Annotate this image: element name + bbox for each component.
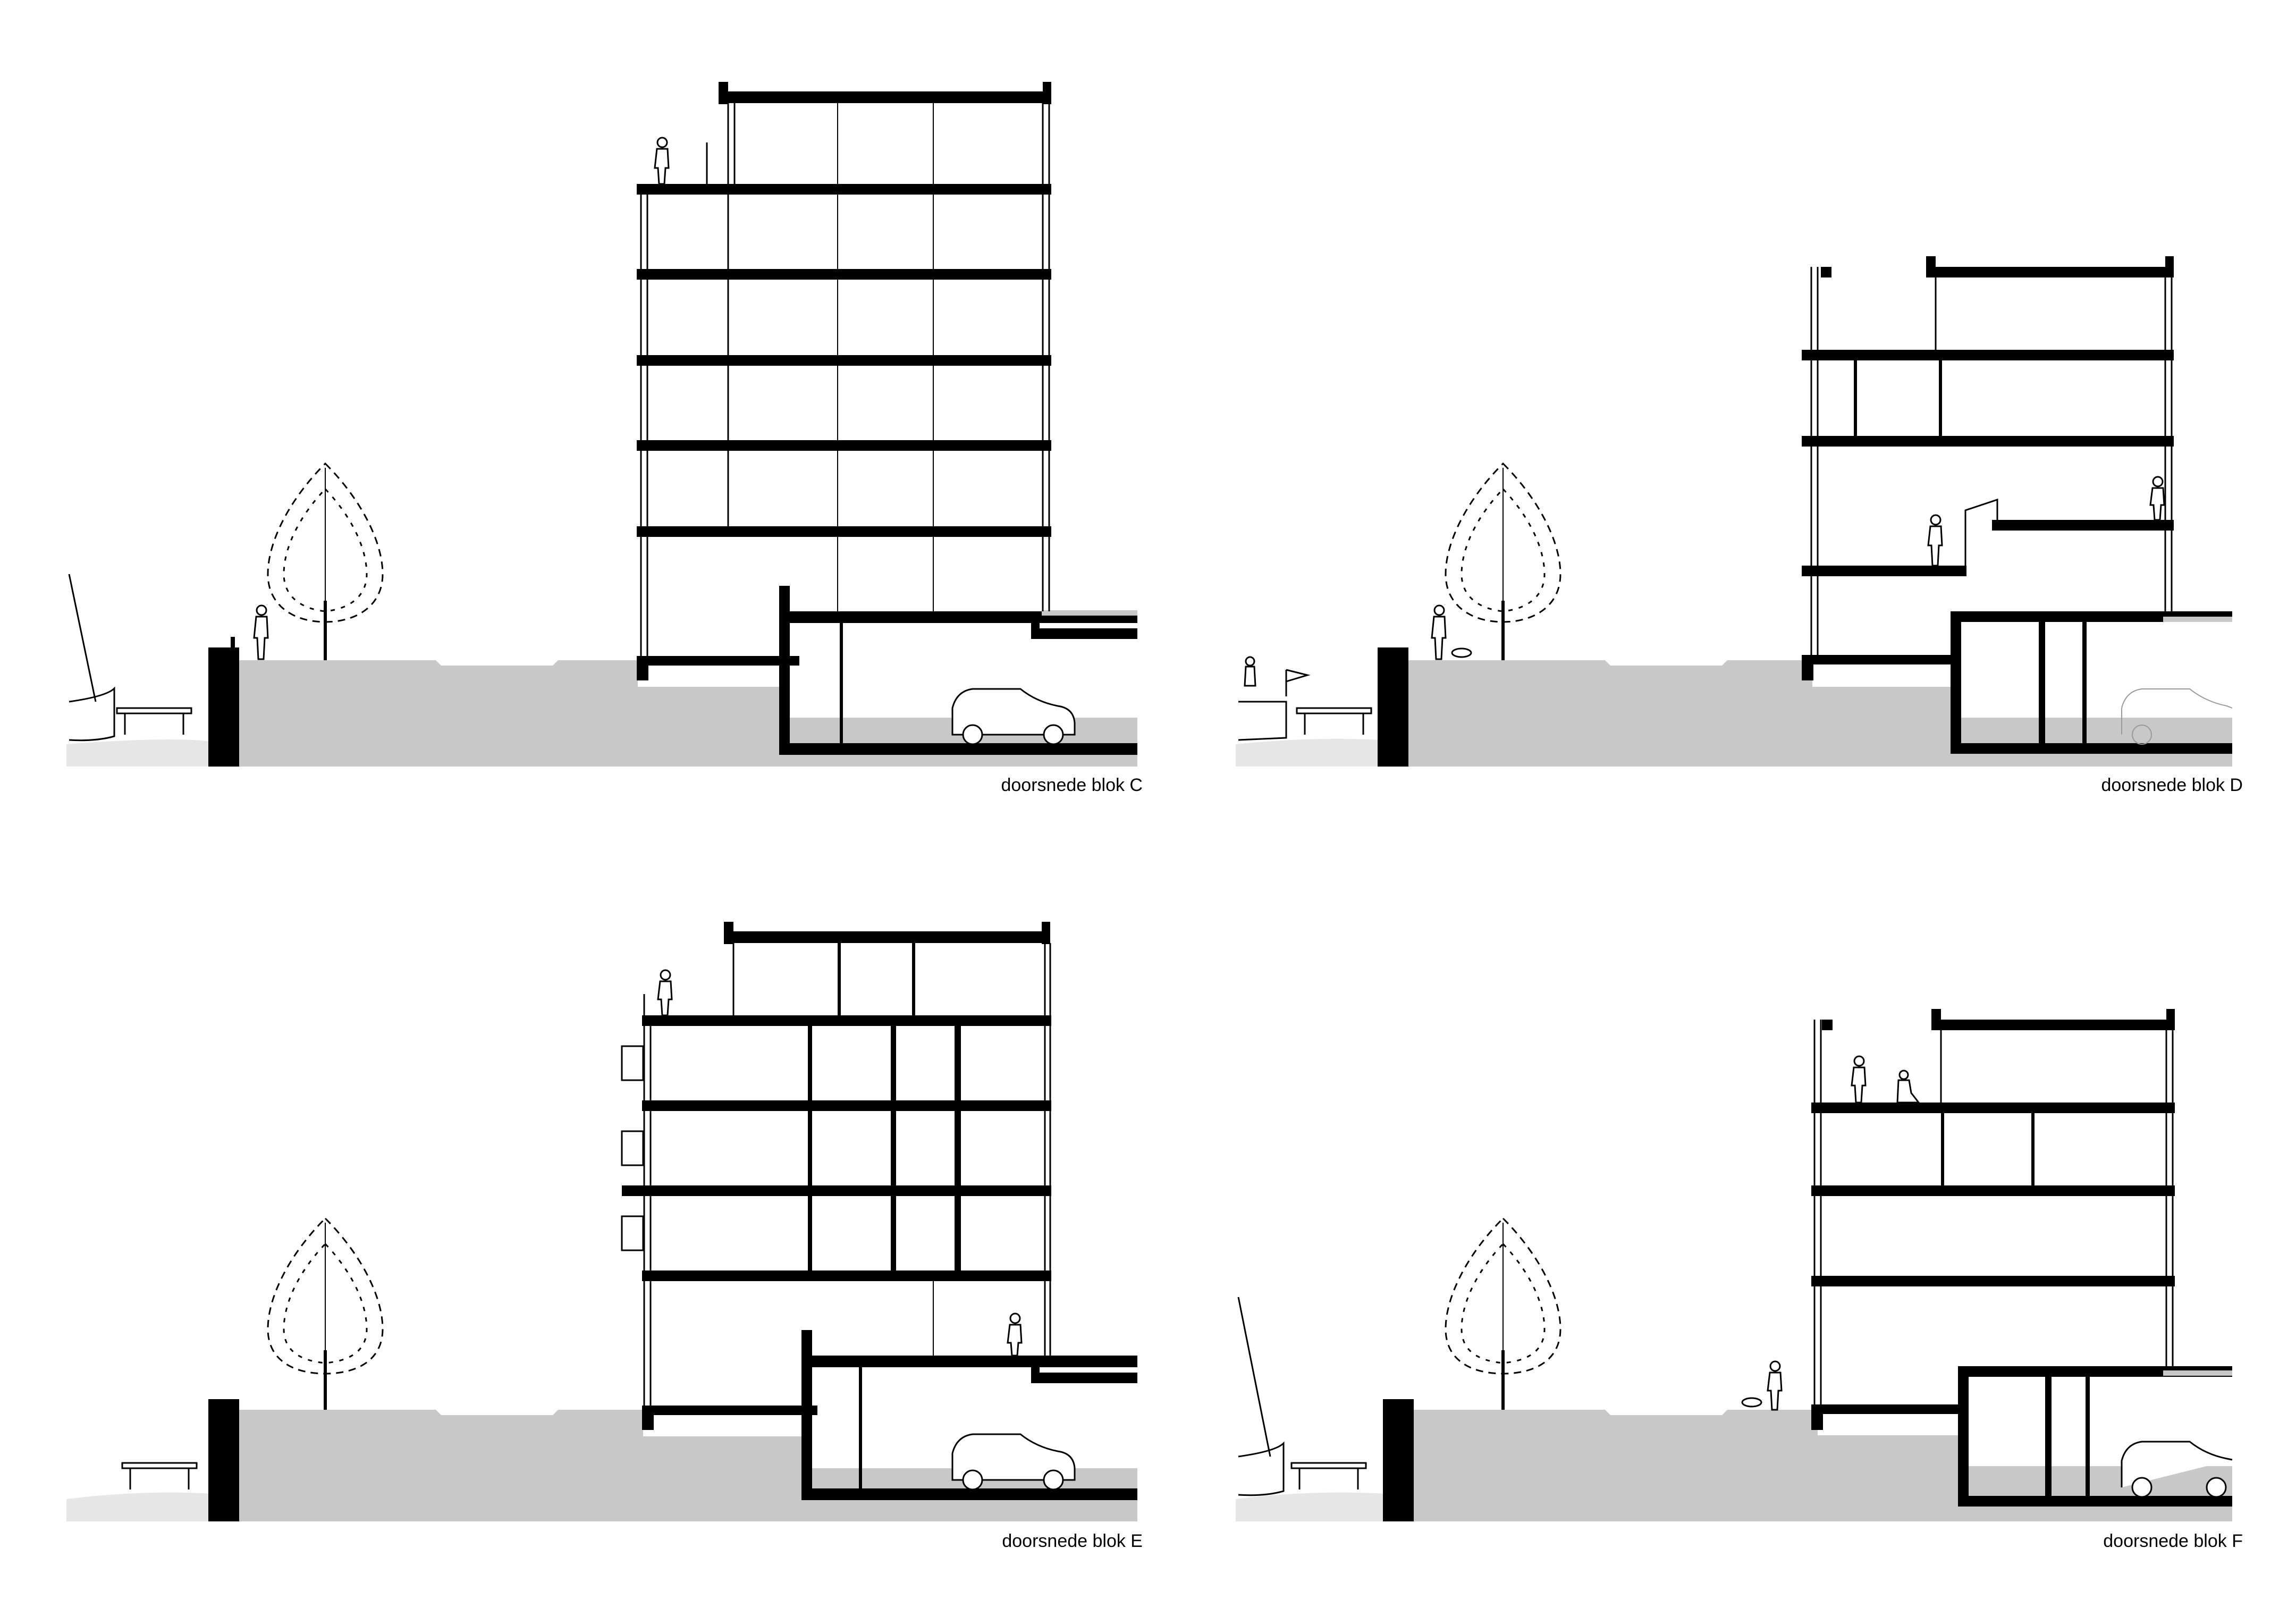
tree <box>267 1217 384 1410</box>
section-caption: doorsnede blok D <box>2101 775 2243 795</box>
tree <box>1445 462 1561 660</box>
section-drawing-d <box>1236 256 2233 767</box>
bench <box>116 707 192 735</box>
building-structure <box>622 922 1137 1500</box>
section-panel-c: doorsnede blok C <box>64 64 1143 808</box>
car <box>951 1433 1076 1491</box>
ground-fill <box>1408 660 2232 767</box>
person-figure <box>654 137 670 185</box>
person-with-dog <box>1741 1360 1783 1411</box>
quay-wall <box>1378 647 1408 767</box>
ground-fill <box>239 660 1137 767</box>
quay-wall <box>1383 1399 1414 1521</box>
building-structure <box>637 82 1137 755</box>
section-caption: doorsnede blok F <box>2103 1531 2243 1551</box>
section-caption: doorsnede blok E <box>1002 1531 1143 1551</box>
section-drawing-f <box>1236 1009 2233 1521</box>
boat <box>68 574 115 742</box>
bench <box>1290 1462 1367 1490</box>
building-structure <box>1811 1009 2232 1507</box>
bench <box>121 1462 198 1490</box>
section-caption: doorsnede blok C <box>1001 775 1143 795</box>
section-drawing-e <box>66 922 1137 1521</box>
section-panel-d: doorsnede blok D <box>1233 64 2243 808</box>
person-figure <box>1927 476 2165 567</box>
boat <box>1237 1297 1285 1496</box>
person-figure <box>253 604 269 660</box>
facade-lines <box>621 943 1051 1406</box>
quay-wall <box>208 1399 239 1521</box>
facade-lines <box>1810 267 2173 655</box>
car <box>2121 688 2233 745</box>
facade-lines <box>640 103 1050 656</box>
facade-lines <box>1813 1020 2174 1404</box>
person-figure <box>1851 1055 1921 1104</box>
tree <box>267 462 384 660</box>
section-drawing-c <box>66 82 1137 767</box>
section-panel-f: doorsnede blok F <box>1233 819 2243 1573</box>
bench <box>1296 707 1372 735</box>
tree <box>1445 1217 1561 1410</box>
person-figure <box>1244 656 1256 687</box>
ground-fill <box>1414 1410 2232 1521</box>
quay-wall <box>208 647 239 767</box>
person-figure <box>657 969 1023 1357</box>
building-structure <box>1802 256 2232 754</box>
person-with-dog <box>1431 604 1472 660</box>
car <box>951 688 1076 745</box>
boat <box>1238 669 1311 741</box>
car <box>2121 1441 2233 1498</box>
waterside-ground <box>66 739 213 767</box>
section-panel-e: doorsnede blok E <box>64 819 1143 1573</box>
